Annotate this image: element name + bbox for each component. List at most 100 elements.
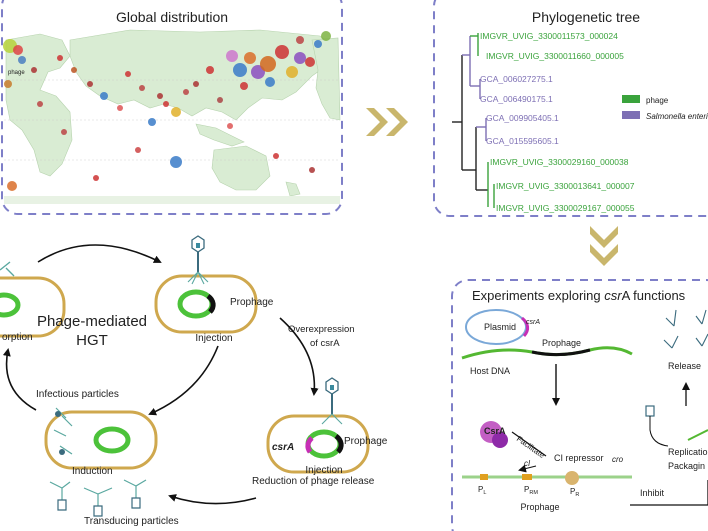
tree-tip-label: IMGVR_UVIG_3300013641_000007	[496, 181, 635, 191]
ci-repressor-blob	[565, 471, 579, 485]
transducing-phages	[49, 479, 147, 517]
label-prophage-bottom: Prophage	[520, 502, 559, 512]
label-prophage-right: Prophage	[344, 436, 388, 447]
tree-tip-label: IMGVR_UVIG_3300011573_000024	[480, 31, 618, 41]
sample-point	[117, 105, 123, 111]
label-adsorption: orption	[2, 332, 33, 343]
label-ci-repressor: CI repressor	[554, 453, 604, 463]
experiments-panel-border	[451, 279, 708, 531]
sample-point	[286, 66, 298, 78]
tree-tip-label: GCA_006490175.1	[480, 94, 553, 104]
label-pl: PL	[478, 485, 486, 496]
tree-tip-label: IMGVR_UVIG_3300011660_000005	[486, 51, 624, 61]
map-title: Global distribution	[116, 9, 228, 25]
experiments-title: Experiments exploring csrA functions	[472, 288, 686, 303]
tree-tip-label: IMGVR_UVIG_3300029167_000055	[496, 203, 635, 213]
legend-swatch-salmonella	[622, 111, 640, 119]
tree-panel: Phylogenetic tree IMGVR_UVIG_3300011573_…	[433, 0, 708, 217]
label-inhibit: Inhibit	[640, 488, 665, 498]
sample-point	[148, 118, 156, 126]
label-prm: PRM	[524, 485, 538, 496]
label-pr: PR	[570, 487, 579, 498]
cell-induction: Infectious particles Induction	[36, 389, 158, 477]
label-overexpression-of: of csrA	[310, 338, 340, 349]
label-facilitate: Facilitate	[515, 434, 547, 460]
tree-tip-label: GCA_009905405.1	[486, 113, 559, 123]
label-overexpression: Overexpression	[288, 324, 355, 335]
map-small-label: phage	[8, 70, 25, 76]
label-prophage-top: Prophage	[230, 297, 274, 308]
legend-swatch-phage	[622, 95, 640, 103]
legend-label-salmonella: Salmonella enteri	[646, 112, 708, 121]
sample-point	[309, 167, 315, 173]
label-packaging: Packagin	[668, 461, 705, 471]
sample-point	[139, 85, 145, 91]
sample-point	[305, 57, 315, 67]
released-phages	[663, 309, 708, 349]
legend-label-phage: phage	[646, 96, 669, 105]
chevron-right-icon	[366, 108, 408, 136]
sample-point	[157, 93, 163, 99]
sample-point	[57, 55, 63, 61]
label-host-dna: Host DNA	[470, 366, 510, 376]
sample-point	[100, 92, 108, 100]
world-map	[4, 29, 341, 204]
tree-tip-label: IMGVR_UVIG_3300029160_000038	[490, 157, 629, 167]
sample-point	[265, 77, 275, 87]
label-csra-protein: CsrA	[484, 426, 506, 436]
label-csra: csrA	[272, 442, 294, 453]
phage-icon	[187, 235, 209, 285]
cycle-panel: orption Phage-mediated HGT Prophage Inje…	[0, 235, 388, 527]
sample-point	[183, 89, 189, 95]
sample-point	[314, 40, 322, 48]
cell-injection-right: csrA Prophage Injection	[266, 377, 388, 476]
sample-point	[7, 181, 17, 191]
cell-adsorption: orption	[0, 261, 66, 343]
label-infectious: Infectious particles	[36, 389, 119, 400]
label-release: Release	[668, 361, 701, 371]
cycle-center-line2: HGT	[76, 332, 108, 349]
sample-point	[71, 67, 77, 73]
label-reduction: Reduction of phage release	[252, 476, 375, 487]
label-ci: cI	[524, 459, 531, 468]
tree-tip-label: GCA_015595605.1	[486, 136, 559, 146]
sample-point	[240, 82, 248, 90]
sample-point	[260, 56, 276, 72]
cycle-arrows	[2, 244, 319, 505]
sample-point	[275, 45, 289, 59]
sample-point	[13, 45, 23, 55]
cell-injection-top: Prophage Injection	[154, 235, 274, 344]
label-induction: Induction	[72, 466, 113, 477]
sample-point	[321, 31, 331, 41]
tree-legend: phage Salmonella enteri	[622, 95, 708, 121]
sample-point	[227, 123, 233, 129]
label-plasmid-gene: csrA	[526, 319, 540, 326]
sample-points	[3, 31, 331, 191]
experiments-panel: Experiments exploring csrA functions Pla…	[451, 279, 708, 531]
tree-branches	[452, 33, 495, 208]
tree-panel-border	[433, 0, 708, 217]
sample-point	[171, 107, 181, 117]
sample-point	[31, 67, 37, 73]
sample-point	[163, 101, 169, 107]
map-panel: Global distribution phage	[1, 0, 343, 215]
sample-point	[226, 50, 238, 62]
sample-point	[37, 101, 43, 107]
sample-point	[294, 52, 306, 64]
label-injection-top: Injection	[195, 333, 232, 344]
csra-protein-icon	[480, 421, 508, 448]
label-injection-right: Injection	[305, 465, 342, 476]
chevron-down-icon	[590, 226, 618, 266]
sample-point	[93, 175, 99, 181]
sample-point	[18, 56, 26, 64]
sample-point	[244, 52, 256, 64]
sample-point	[206, 66, 214, 74]
sample-point	[135, 147, 141, 153]
sample-point	[170, 156, 182, 168]
tree-tip-labels: IMGVR_UVIG_3300011573_000024IMGVR_UVIG_3…	[480, 31, 635, 213]
sample-point	[4, 80, 12, 88]
sample-point	[273, 153, 279, 159]
label-cro: cro	[612, 455, 624, 464]
label-replication: Replicatio	[668, 447, 708, 457]
